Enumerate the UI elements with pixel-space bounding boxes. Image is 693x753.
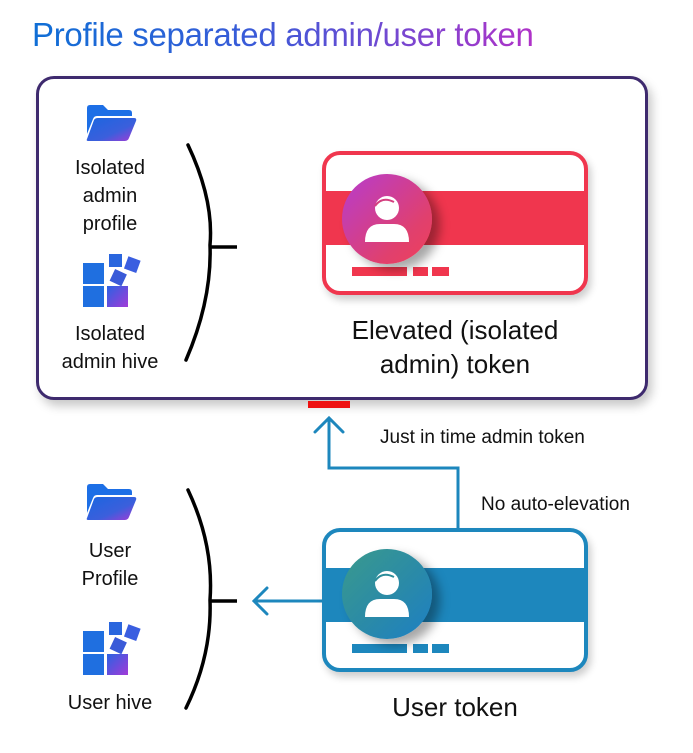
user-profile-label: User Profile (81, 540, 139, 590)
card-id-bar (432, 644, 449, 653)
folder-icon (86, 484, 137, 520)
user-hive-label: User hive (67, 692, 153, 714)
user-token-label: User token (392, 692, 518, 722)
folder-icon (86, 105, 137, 141)
admin-profile-label: Isolated admin profile (74, 157, 146, 235)
jit-elevation-arrow (313, 415, 460, 530)
user-avatar-icon (365, 196, 409, 242)
card-id-bar (352, 644, 407, 653)
admin-entry-marker (308, 401, 350, 408)
user-token-to-profile-arrow (251, 586, 322, 616)
card-id-bar (413, 267, 428, 276)
elevated-token-label: Elevated (isolated admin) token (351, 315, 559, 379)
admin-bracket (184, 143, 237, 362)
user-avatar (342, 549, 432, 639)
user-avatar-icon (365, 571, 409, 617)
card-id-bar (352, 267, 407, 276)
registry-hive-icon (83, 622, 141, 675)
admin-hive-label: Isolated admin hive (61, 323, 159, 373)
no-auto-elevation-label: No auto-elevation (481, 494, 630, 515)
card-id-bar (413, 644, 428, 653)
card-id-bar (432, 267, 449, 276)
jit-admin-token-label: Just in time admin token (380, 427, 585, 448)
registry-hive-icon (83, 254, 141, 307)
admin-avatar (342, 174, 432, 264)
user-bracket (184, 488, 237, 710)
diagram-title: Profile separated admin/user token (32, 16, 534, 53)
